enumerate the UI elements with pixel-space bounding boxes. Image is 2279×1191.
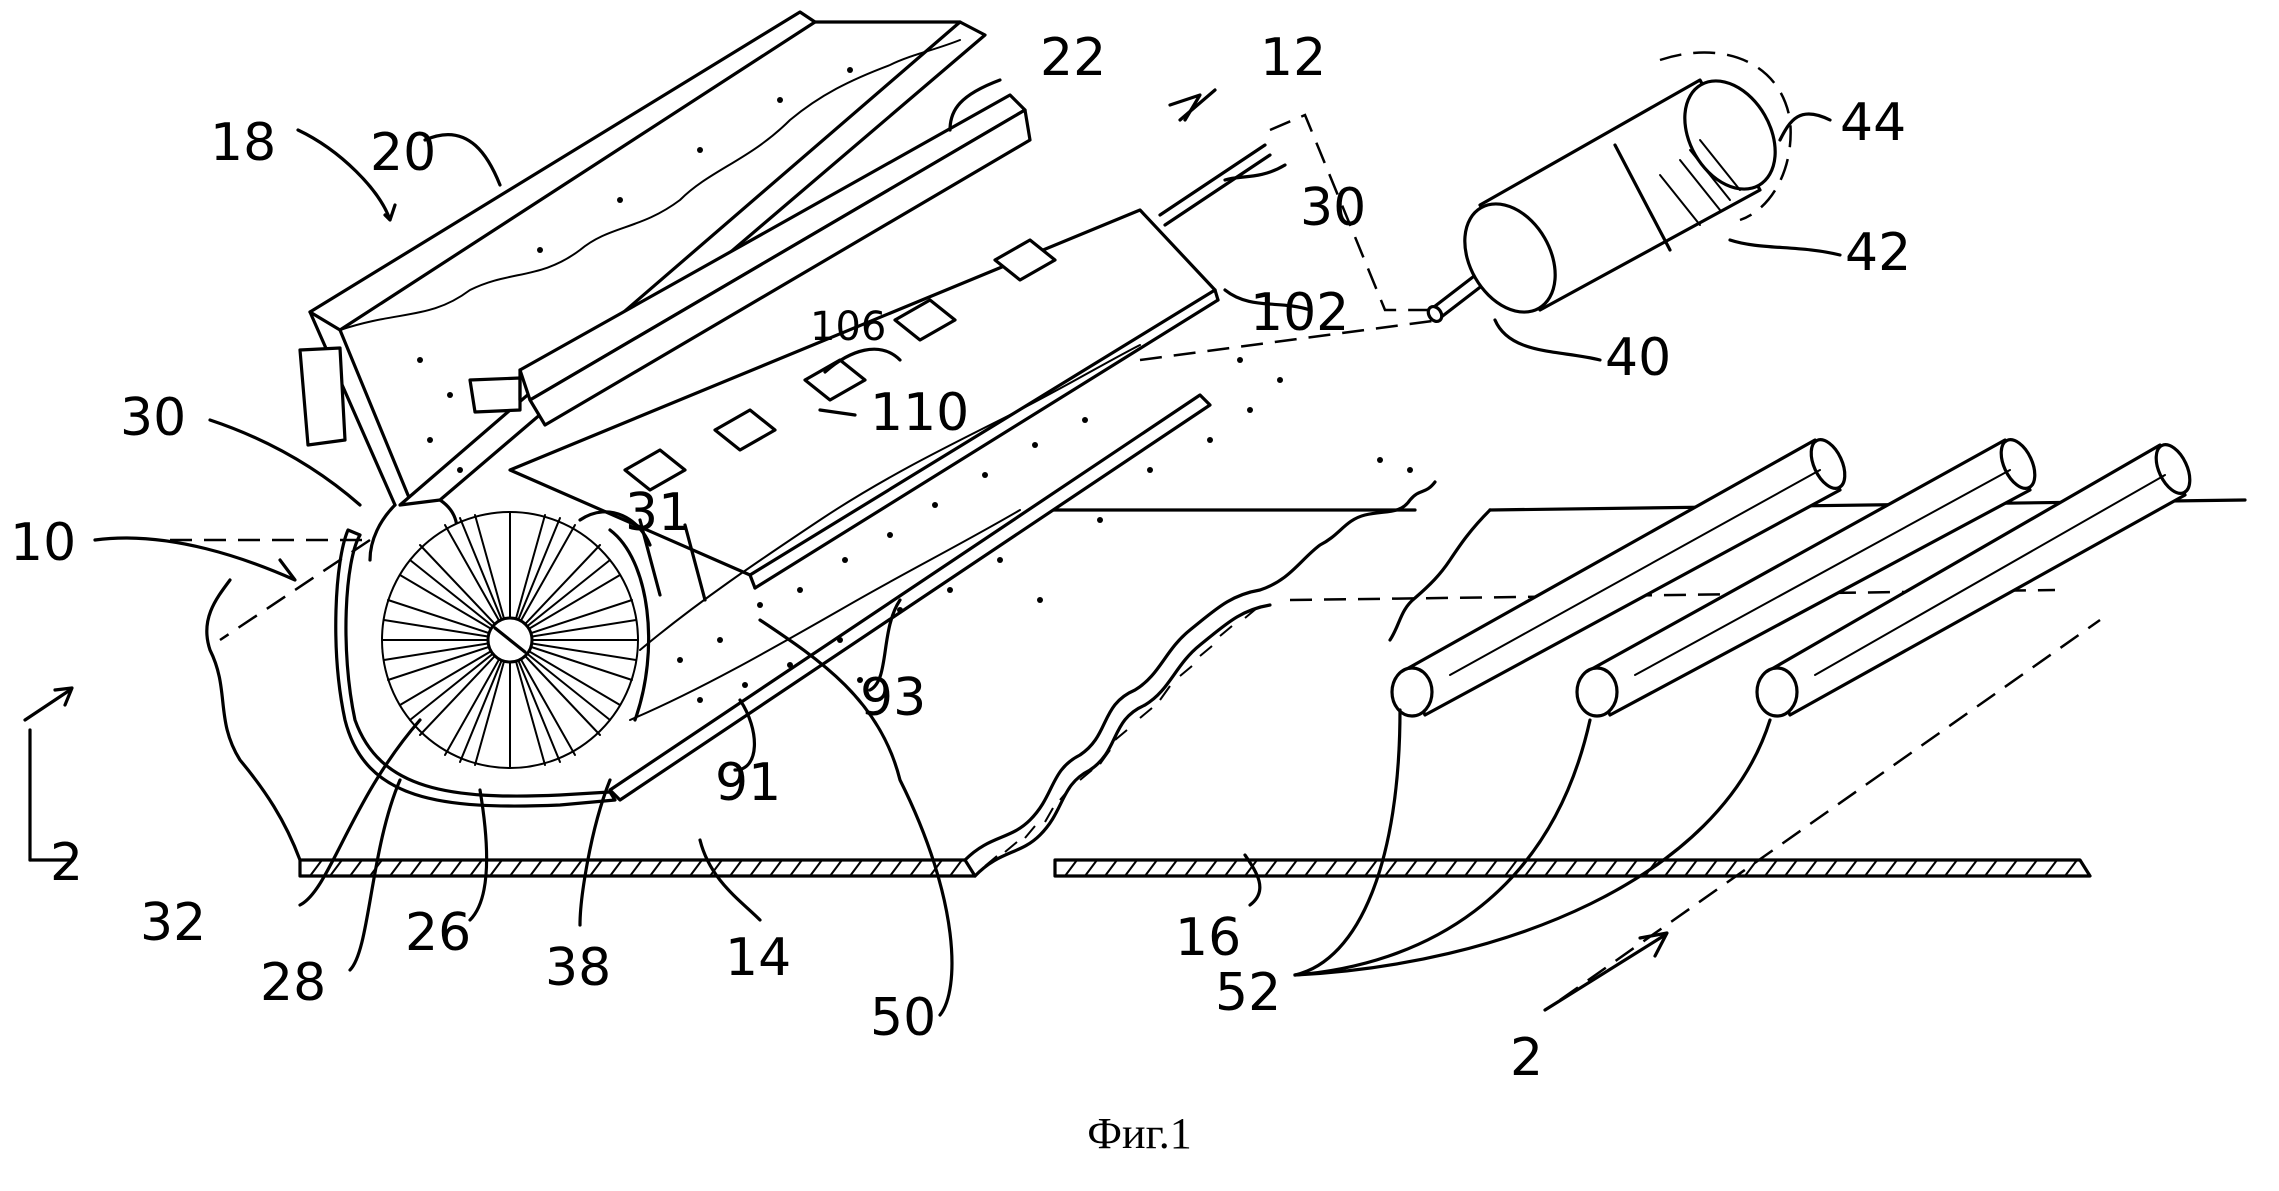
ref-18: 18: [210, 113, 276, 173]
ref-30-near: 30: [120, 388, 186, 448]
ref-40: 40: [1605, 328, 1671, 388]
ref-section-2-left: 2: [50, 833, 83, 893]
ref-50: 50: [870, 988, 936, 1048]
ref-12: 12: [1260, 28, 1326, 88]
ref-28: 28: [260, 953, 326, 1013]
ref-110: 110: [870, 383, 969, 443]
ref-32: 32: [140, 893, 206, 953]
rollers-52: [1392, 435, 2197, 716]
ref-31: 31: [625, 483, 691, 543]
ref-10: 10: [10, 513, 76, 573]
brush-26: [382, 512, 649, 768]
ref-52: 52: [1215, 963, 1281, 1023]
ref-44: 44: [1840, 93, 1906, 153]
ref-section-2-right: 2: [1510, 1028, 1543, 1088]
ref-102: 102: [1250, 283, 1349, 343]
motor-assembly: [1425, 53, 1793, 329]
ref-16: 16: [1175, 908, 1241, 968]
ref-91: 91: [715, 753, 781, 813]
ref-14: 14: [725, 928, 791, 988]
shaft-30: [1160, 145, 1270, 225]
ref-38: 38: [545, 938, 611, 998]
plate-102: [510, 210, 1218, 600]
ref-106: 106: [810, 304, 886, 350]
ref-30-far: 30: [1300, 178, 1366, 238]
ref-20: 20: [370, 123, 436, 183]
ref-22: 22: [1040, 28, 1106, 88]
figure-caption: Фиг.1: [0, 1108, 2279, 1159]
ref-42: 42: [1845, 223, 1911, 283]
ref-26: 26: [405, 903, 471, 963]
ref-93: 93: [860, 668, 926, 728]
